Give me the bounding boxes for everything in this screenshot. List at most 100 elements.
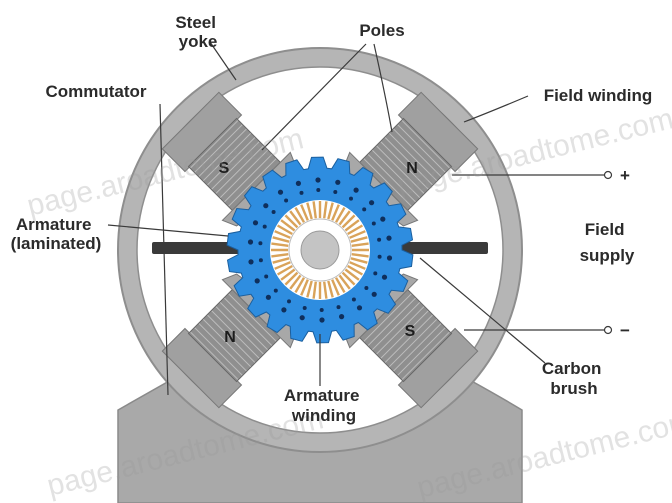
winding-slot	[333, 190, 338, 194]
commutator-segment	[274, 261, 291, 270]
winding-slot	[281, 307, 287, 313]
commutator-segment	[349, 261, 366, 270]
winding-slot	[265, 294, 271, 300]
commutator-segment	[338, 274, 351, 290]
commutator-segment	[341, 271, 356, 286]
commutator-segment	[334, 206, 346, 223]
commutator-segment	[312, 201, 317, 219]
commutator-segment	[272, 236, 290, 243]
winding-slot	[351, 297, 356, 302]
label-armature-winding: Armature winding	[284, 386, 364, 425]
terminal-plus	[603, 170, 613, 180]
winding-slot	[377, 237, 382, 242]
commutator-segment	[294, 277, 306, 294]
commutator-segment	[300, 204, 309, 221]
commutator-segment	[276, 264, 293, 276]
winding-slot	[335, 179, 341, 185]
field-supply-wires	[452, 174, 604, 331]
commutator-segment	[334, 277, 346, 294]
winding-slot	[336, 305, 341, 310]
label-commutator: Commutator	[45, 82, 146, 101]
winding-slot	[277, 189, 284, 195]
winding-slot	[315, 177, 321, 183]
label-field-winding: Field winding	[544, 86, 653, 105]
commutator-segment	[327, 202, 334, 220]
label-steel-yoke: Steel yoke	[175, 13, 220, 51]
leader-lines	[107, 41, 546, 396]
terminal-minus	[603, 325, 613, 335]
commutator-segment	[341, 214, 356, 229]
commutator-segment	[294, 206, 306, 223]
commutator-segment	[312, 281, 317, 299]
plus-sign: +	[620, 166, 630, 185]
winding-slot	[356, 305, 363, 311]
winding-slot	[258, 241, 263, 246]
winding-slot	[349, 196, 353, 201]
winding-slot	[287, 299, 291, 304]
winding-slot	[369, 200, 375, 206]
winding-slot	[295, 180, 301, 186]
commutator-segment	[331, 204, 340, 221]
pole-label-top-left: S	[219, 160, 230, 177]
winding-slot	[273, 288, 278, 293]
winding-slot	[371, 221, 376, 226]
commutator-segment	[272, 257, 290, 264]
commutator-segment	[300, 279, 309, 296]
label-carbon-brush: Carbon brush	[542, 359, 606, 398]
commutator-segment	[280, 268, 296, 281]
pole-label-top-right: N	[406, 160, 418, 177]
winding-slot	[353, 187, 359, 193]
winding-slot	[377, 254, 382, 259]
winding-slot	[262, 224, 267, 229]
commutator-segment	[347, 264, 364, 276]
winding-slot	[299, 190, 304, 195]
label-poles: Poles	[359, 21, 404, 40]
minus-sign: −	[620, 321, 630, 340]
commutator-segment	[289, 210, 302, 226]
winding-slot	[373, 271, 378, 276]
commutator-segment	[306, 280, 313, 298]
commutator-segment	[338, 210, 351, 226]
pole-label-bottom-left: N	[224, 329, 236, 346]
winding-slot	[319, 317, 325, 323]
commutator-segment	[351, 253, 369, 258]
commutator-segment	[284, 214, 299, 229]
commutator-segment	[284, 271, 299, 286]
commutator-segment	[327, 280, 334, 298]
commutator-segment	[323, 201, 328, 219]
commutator-segment	[280, 219, 296, 232]
commutator-segment	[347, 224, 364, 236]
commutator-segment	[350, 236, 368, 243]
winding-slot	[271, 210, 276, 214]
winding-slot	[252, 220, 259, 226]
commutator-segment	[306, 202, 313, 220]
winding-slot	[302, 306, 307, 310]
label-field-supply: Field supply	[580, 220, 635, 265]
commutator-segment	[271, 253, 289, 258]
commutator	[270, 200, 370, 300]
commutator-segment	[289, 274, 302, 290]
commutator-segment	[271, 242, 289, 247]
winding-slot	[380, 216, 386, 222]
commutator-segment	[323, 281, 328, 299]
commutator-segment	[276, 224, 293, 236]
commutator-segment	[350, 257, 368, 264]
label-armature-laminated: Armature (laminated)	[11, 215, 102, 253]
winding-slot	[247, 239, 254, 245]
winding-slot	[248, 259, 254, 265]
commutator-segment	[274, 230, 291, 239]
winding-slot	[362, 207, 367, 212]
winding-slot	[254, 278, 260, 284]
winding-slot	[386, 255, 393, 261]
winding-slot	[264, 274, 269, 279]
commutator-segment	[349, 230, 366, 239]
winding-slot	[364, 286, 369, 290]
commutator-segment	[351, 242, 369, 247]
armature-winding-slots	[247, 177, 393, 323]
winding-slot	[339, 314, 345, 320]
winding-slot	[316, 188, 321, 192]
winding-slot	[381, 274, 388, 280]
winding-slot	[284, 198, 289, 203]
winding-slot	[371, 291, 377, 297]
